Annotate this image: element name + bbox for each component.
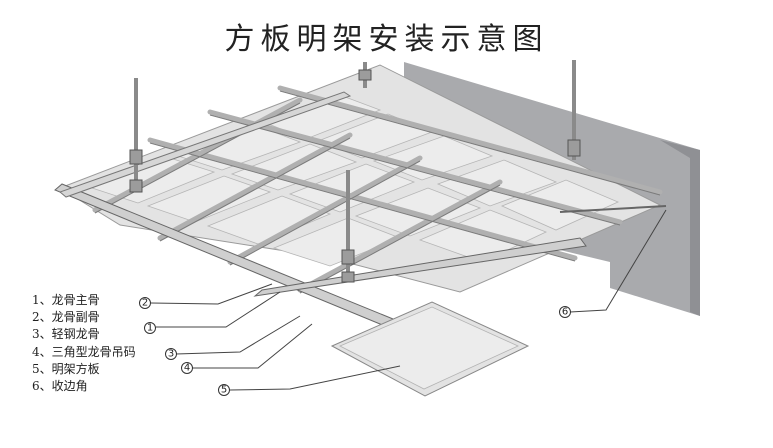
leader-lines [150, 209, 667, 391]
callout-6: 6 [562, 307, 568, 318]
callout-1: 1 [147, 323, 153, 334]
callout-5: 5 [221, 385, 227, 396]
legend-item: 5、明架方板 [32, 361, 100, 376]
legend-item: 3、轻钢龙骨 [32, 327, 100, 342]
callout-4: 4 [184, 363, 190, 374]
legend-item: 1、龙骨主骨 [32, 293, 100, 307]
legend-item: 4、三角型龙骨吊码 [32, 344, 136, 359]
main-runners [54, 91, 587, 339]
legend-item: 2、龙骨副骨 [32, 310, 100, 325]
callout-3: 3 [168, 349, 174, 360]
wall-angle [559, 205, 667, 213]
callout-2: 2 [142, 298, 148, 309]
legend-item: 6、收边角 [32, 379, 88, 394]
diagram-title: 方板明架安装示意图 [224, 22, 549, 57]
legend: 1、龙骨主骨 2、龙骨副骨 3、轻钢龙骨 4、三角型龙骨吊码 5、明架方板 6、… [32, 292, 136, 395]
wall-side [660, 140, 700, 316]
grid-bar-edges [94, 90, 661, 294]
hanger-clips [129, 69, 581, 283]
grid-bars [92, 85, 663, 293]
callout-markers [139, 297, 571, 396]
loose-panel [330, 301, 530, 397]
